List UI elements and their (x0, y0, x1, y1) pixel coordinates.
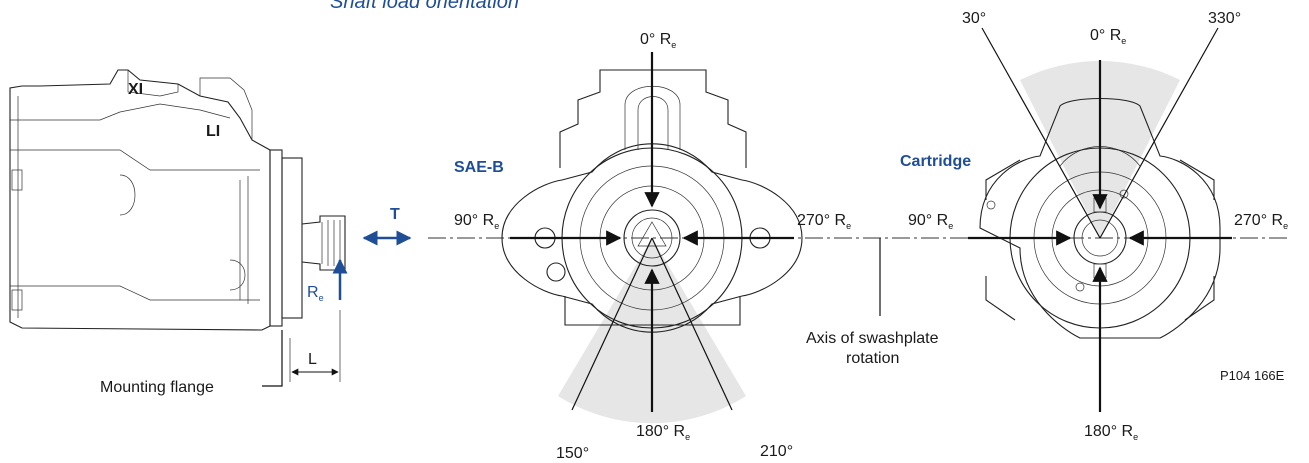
sae-b-angle-210: 210° (760, 443, 793, 460)
cart-label-0: 0° Re (1090, 27, 1126, 46)
sae-b-name: SAE-B (454, 159, 504, 176)
sae-b-label-90: 90° Re (454, 212, 499, 231)
pump-side-view: XI LI (9, 69, 346, 331)
radial-force-label: Re (307, 284, 324, 303)
mounting-flange-label: Mounting flange (100, 379, 214, 396)
dimension-l-label: L (308, 351, 317, 368)
sae-b-label-270: 270° Re (797, 212, 851, 231)
axis-label-line1: Axis of swashplate (806, 330, 939, 347)
ray-150 (571, 237, 653, 411)
sae-b-label-180: 180° Re (636, 423, 690, 442)
cart-label-180: 180° Re (1084, 423, 1138, 442)
cart-ray-30 (981, 27, 1101, 239)
dimension-l: L (289, 310, 341, 382)
thrust-label: T (390, 206, 400, 223)
label-xi: XI (128, 81, 143, 98)
cart-angle-330: 330° (1208, 10, 1241, 27)
mounting-flange-leader (262, 330, 283, 387)
cart-angle-30: 30° (962, 10, 986, 27)
cart-ray-330 (1099, 27, 1219, 239)
diagram-title: Shaft load orientation (330, 0, 519, 13)
sae-b-label-0: 0° Re (640, 31, 676, 50)
axis-label-line2: rotation (846, 350, 899, 367)
sae-b-angle-150: 150° (556, 445, 589, 462)
cart-label-270: 270° Re (1234, 212, 1288, 231)
cart-label-90: 90° Re (908, 212, 953, 231)
ray-210 (651, 237, 733, 411)
label-li: LI (206, 123, 220, 140)
figure-code: P104 166E (1220, 368, 1285, 383)
cartridge-name: Cartridge (900, 153, 971, 170)
